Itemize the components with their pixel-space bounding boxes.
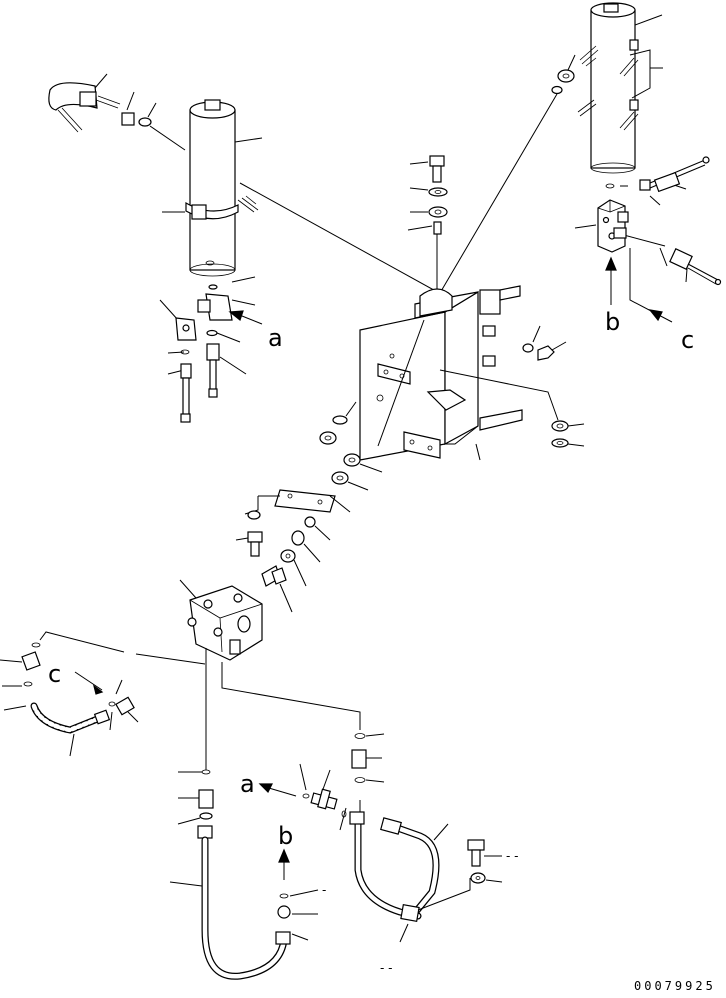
callout-c-right: c (681, 326, 694, 354)
washer-right (551, 85, 563, 95)
callout-c-left: c (48, 660, 61, 688)
callout-b-bottom: b (278, 822, 293, 850)
valve-block-right (597, 156, 722, 323)
bolt-stack-center (407, 155, 448, 300)
accumulator-left (185, 99, 259, 277)
leader-lines-left-group (94, 73, 471, 375)
hose-lower-left (169, 769, 319, 980)
nut-left (121, 112, 135, 126)
washer-left (138, 117, 152, 127)
valve-block-left (175, 284, 263, 423)
dash-mark-hose-bottom: - - (380, 961, 392, 975)
callout-b-right: b (605, 308, 620, 336)
bracket-hardware-right (522, 325, 585, 448)
band-clamp-left (48, 82, 121, 133)
mounting-plate-hardware (235, 489, 351, 613)
hose-assembly-c (0, 642, 139, 757)
drawing-number: 00079925 (634, 979, 716, 993)
accumulator-right (577, 2, 639, 174)
bracket-hardware-left (319, 401, 383, 491)
hose-lower-right (349, 733, 503, 943)
dash-mark-bolt-right: - - (506, 849, 518, 863)
leader-lines-right-group (429, 14, 689, 311)
main-bracket (359, 285, 559, 461)
dash-mark-fitting-b: - (322, 883, 326, 897)
nut-right (557, 69, 575, 83)
manifold-valve (39, 579, 361, 770)
callout-a-center: a (268, 324, 283, 352)
fittings-a (258, 763, 347, 831)
callout-a-bottom: a (240, 770, 255, 798)
